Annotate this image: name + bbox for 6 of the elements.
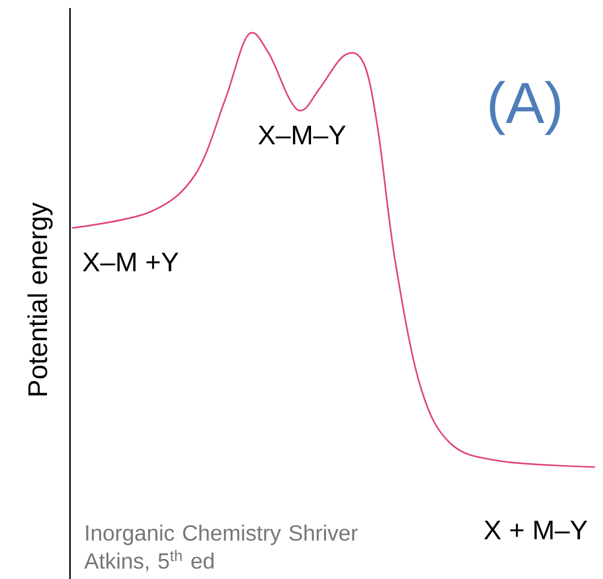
state-label: X–M +Y (82, 252, 178, 272)
axis-label: Potential energy (27, 202, 53, 396)
state-label: X + M–Y (484, 520, 588, 540)
panel-letter: (A) (490, 80, 560, 136)
source-note: Inorganic Chemistry Shriver Atkins, 5$^{th}$ ed (84, 524, 358, 572)
state-label: X–M–Y (258, 126, 346, 144)
